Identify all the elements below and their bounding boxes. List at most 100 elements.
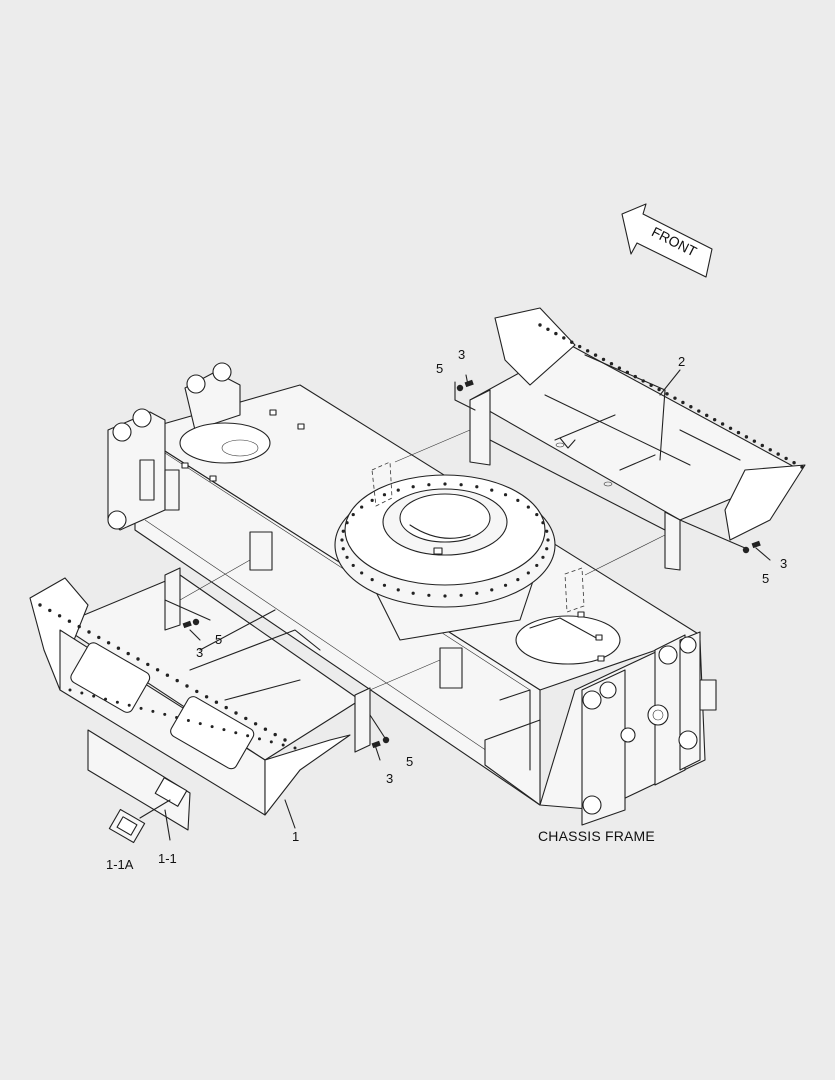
rear-box-dot bbox=[776, 452, 780, 456]
rear-box-dot bbox=[689, 405, 693, 409]
front-box-dot bbox=[77, 624, 81, 629]
bolt-hole bbox=[360, 571, 364, 575]
rear-box-dot bbox=[768, 448, 772, 452]
bolt-hole bbox=[526, 505, 530, 509]
bolt-hole bbox=[459, 483, 463, 487]
callout-5-top: 5 bbox=[436, 361, 444, 376]
bolt-hole bbox=[427, 483, 431, 487]
bolt-hole bbox=[411, 485, 415, 489]
callout-3-top: 3 bbox=[458, 347, 466, 362]
front-box-dot bbox=[214, 700, 219, 704]
front-box-dot bbox=[127, 703, 131, 707]
front-box-dot bbox=[48, 608, 52, 613]
front-box-dot bbox=[234, 711, 238, 715]
front-box-dot bbox=[269, 740, 273, 744]
front-box-dot bbox=[97, 635, 101, 640]
front-box-dot bbox=[175, 678, 179, 683]
front-box-dot bbox=[155, 668, 160, 672]
front-box-dot bbox=[195, 689, 199, 694]
front-box-dot-row bbox=[38, 603, 297, 750]
bolt-hole bbox=[475, 485, 479, 489]
rear-box-dot bbox=[673, 396, 677, 400]
front-box-dot bbox=[186, 719, 190, 723]
rear-box-dot-row bbox=[538, 323, 804, 469]
front-box-dot bbox=[136, 657, 140, 661]
callout-3-right: 3 bbox=[780, 556, 788, 571]
rear-box-dot bbox=[609, 362, 614, 366]
rear-box-dot bbox=[705, 413, 709, 418]
callout-1-1: 1-1 bbox=[158, 851, 177, 866]
front-box-dot bbox=[87, 630, 91, 634]
front-box-dot bbox=[139, 706, 143, 710]
bolt-hole bbox=[382, 493, 387, 497]
rear-box-dot bbox=[736, 430, 741, 435]
callout-5-right: 5 bbox=[762, 571, 770, 586]
front-box-dot bbox=[165, 673, 170, 677]
rear-box-dot bbox=[697, 409, 701, 413]
bolt-hole bbox=[526, 571, 530, 575]
front-box-dot bbox=[151, 709, 155, 713]
bolt-hole bbox=[345, 555, 349, 559]
bolt-hole bbox=[351, 512, 355, 517]
rear-box-dot bbox=[744, 435, 749, 439]
callout-1: 1 bbox=[292, 829, 300, 844]
bolt-hole bbox=[490, 588, 494, 592]
front-box-dot bbox=[38, 603, 42, 607]
bolt-hole bbox=[396, 488, 400, 492]
rear-box-dot bbox=[681, 400, 685, 405]
front-box-dot bbox=[246, 734, 250, 738]
bolt-hole bbox=[535, 512, 539, 517]
bolt-hole bbox=[503, 493, 508, 497]
bolt-hole bbox=[382, 583, 387, 587]
front-box-dot bbox=[146, 662, 150, 667]
front-box-dot bbox=[115, 700, 119, 704]
front-box-dot bbox=[244, 716, 248, 721]
slewing-ring-bolt-holes bbox=[340, 482, 550, 598]
front-box-dot bbox=[185, 684, 189, 688]
bolt-hole bbox=[516, 577, 520, 582]
front-box-dot bbox=[116, 646, 121, 650]
front-box-dot bbox=[57, 614, 62, 618]
rear-box-dot bbox=[657, 387, 661, 392]
slewing-ring bbox=[334, 461, 585, 641]
bolt-hole bbox=[427, 593, 431, 597]
bolt-hole bbox=[443, 482, 447, 486]
rear-box-dot bbox=[633, 374, 637, 379]
bolt-hole bbox=[541, 555, 545, 559]
bolt-hole bbox=[351, 563, 355, 568]
bolt-hole bbox=[516, 498, 520, 503]
bolt-hole bbox=[443, 594, 447, 598]
front-box-dot bbox=[67, 619, 72, 623]
callout-3-bottom: 3 bbox=[386, 771, 394, 786]
bolt-hole bbox=[545, 547, 549, 551]
rear-box-dot bbox=[720, 422, 725, 426]
callout-5-left: 5 bbox=[215, 632, 223, 647]
bolt-hole bbox=[503, 583, 508, 587]
rear-outrigger-box bbox=[469, 307, 806, 571]
bolt-hole bbox=[475, 591, 479, 595]
rear-box-dot bbox=[593, 353, 598, 357]
bolt-hole bbox=[411, 591, 415, 595]
bolt-hole bbox=[340, 538, 344, 542]
front-box-dot bbox=[273, 732, 277, 737]
front-box-dot bbox=[163, 712, 167, 716]
rear-box-dot bbox=[800, 465, 804, 469]
bolt-hole bbox=[546, 538, 550, 542]
front-box-dot bbox=[106, 641, 111, 645]
rear-box-dot bbox=[760, 443, 765, 448]
front-box-dot bbox=[283, 738, 287, 742]
rear-box-dot bbox=[585, 349, 590, 353]
rear-box-dot bbox=[570, 340, 574, 344]
cover-1-1a bbox=[108, 808, 146, 844]
callout-1-1a: 1-1A bbox=[106, 857, 134, 872]
bolt-hole bbox=[535, 563, 539, 568]
front-box-dot bbox=[92, 694, 96, 698]
front-box-dot bbox=[104, 697, 108, 701]
front-box-dot bbox=[204, 695, 209, 699]
front-box-dot bbox=[293, 746, 297, 750]
diagram-caption: CHASSIS FRAME bbox=[538, 828, 655, 844]
front-box-dot bbox=[257, 737, 261, 741]
front-box-dot bbox=[80, 691, 84, 695]
rear-box-dot bbox=[649, 383, 653, 387]
